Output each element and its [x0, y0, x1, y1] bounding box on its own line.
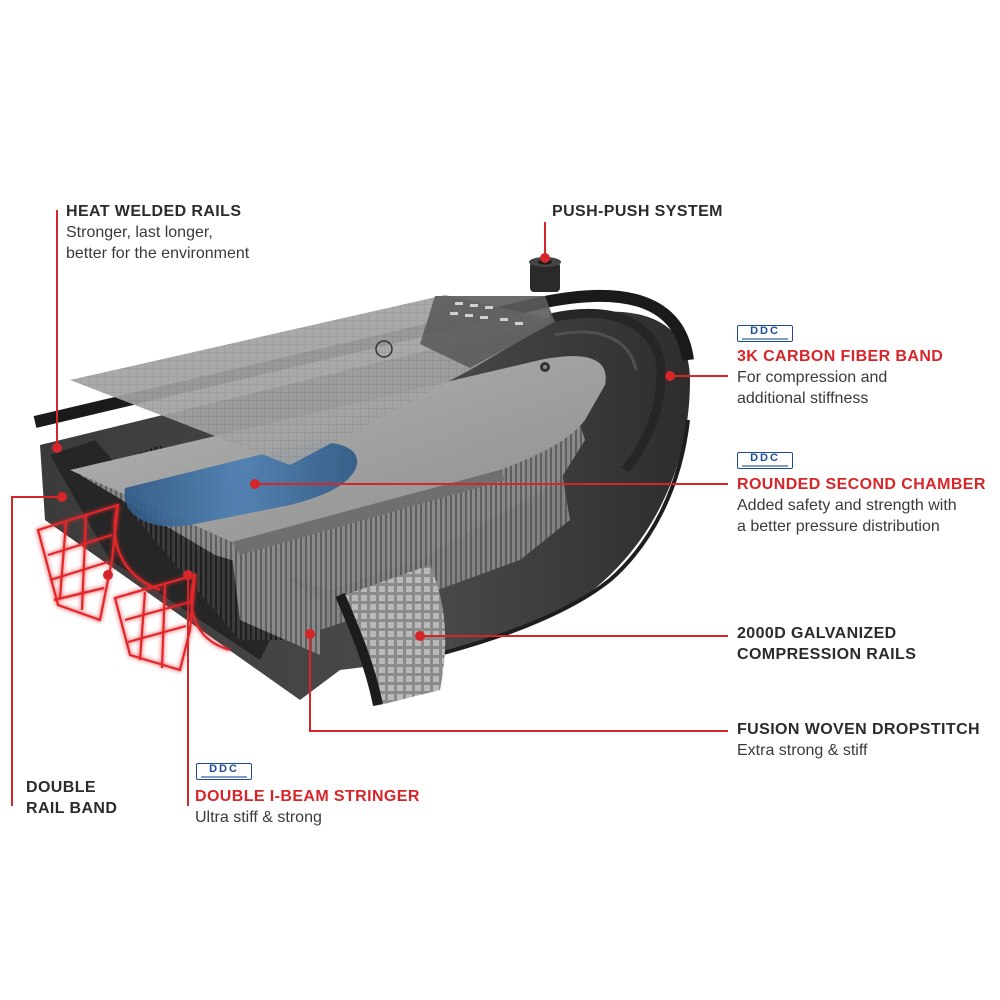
i-beam-stringer-label: DOUBLE I-BEAM STRINGER Ultra stiff & str…: [195, 786, 420, 828]
heat-welded-rails-line-1: Stronger, last longer,: [66, 224, 213, 241]
ddc-badge-chamber: DDC: [737, 452, 793, 469]
dropstitch-label: FUSION WOVEN DROPSTITCH Extra strong & s…: [737, 719, 980, 761]
double-rail-band-title-1: DOUBLE: [26, 779, 96, 796]
second-chamber: [124, 442, 358, 527]
i-beam-stringer-wireframes: [36, 503, 231, 672]
i-beam-stringer-title: DOUBLE I-BEAM STRINGER: [195, 788, 420, 805]
ddc-badge-carbon: DDC: [737, 325, 793, 342]
galvanized-rails-title-2: COMPRESSION RAILS: [737, 646, 917, 663]
ddc-badge-text: DDC: [750, 452, 780, 464]
galvanized-rails-label: 2000D GALVANIZED COMPRESSION RAILS: [737, 623, 916, 665]
galvanized-compression-rails: [335, 565, 446, 706]
second-chamber-label: ROUNDED SECOND CHAMBER Added safety and …: [737, 474, 986, 537]
second-chamber-title: ROUNDED SECOND CHAMBER: [737, 476, 986, 493]
push-push-system-title: PUSH-PUSH SYSTEM: [552, 203, 723, 220]
deck-pad: [70, 295, 555, 465]
ddc-badge-text: DDC: [209, 763, 239, 775]
heat-welded-rails-title: HEAT WELDED RAILS: [66, 203, 242, 220]
leader-lines: [11, 210, 728, 806]
ddc-badge-text: DDC: [750, 325, 780, 337]
dropstitch-title: FUSION WOVEN DROPSTITCH: [737, 721, 980, 738]
carbon-fiber-band: [33, 289, 694, 473]
ddc-badge-ibeam: DDC: [196, 763, 252, 780]
heat-welded-rails-label: HEAT WELDED RAILS Stronger, last longer,…: [66, 201, 249, 264]
second-chamber-line-1: Added safety and strength with: [737, 497, 957, 514]
push-push-system-label: PUSH-PUSH SYSTEM: [552, 201, 723, 222]
carbon-fiber-band-line-1: For compression and: [737, 369, 888, 386]
galvanized-rails-title-1: 2000D GALVANIZED: [737, 625, 897, 642]
leader-dots: [52, 253, 675, 641]
heat-welded-rails-line-2: better for the environment: [66, 245, 250, 262]
i-beam-stringer-line-1: Ultra stiff & strong: [195, 809, 322, 826]
carbon-fiber-band-title: 3K CARBON FIBER BAND: [737, 348, 944, 365]
carbon-fiber-band-line-2: additional stiffness: [737, 390, 869, 407]
double-rail-band-label: DOUBLE RAIL BAND: [26, 777, 117, 819]
double-rail-band-title-2: RAIL BAND: [26, 800, 118, 817]
carbon-fiber-band-label: 3K CARBON FIBER BAND For compression and…: [737, 346, 943, 409]
dropstitch-line-1: Extra strong & stiff: [737, 742, 868, 759]
second-chamber-line-2: a better pressure distribution: [737, 518, 940, 535]
